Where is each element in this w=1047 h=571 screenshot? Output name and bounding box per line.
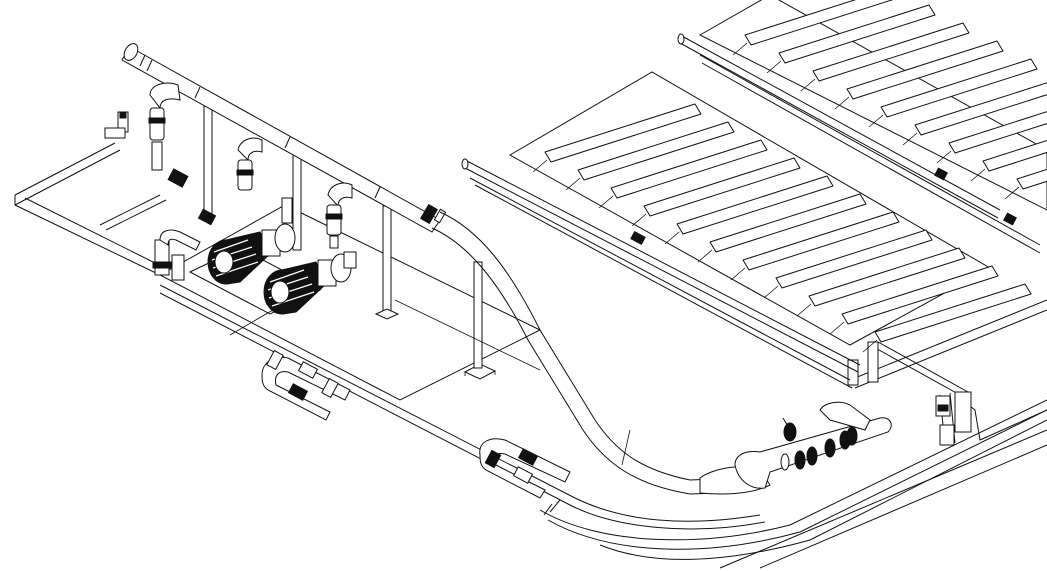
collector-panel bbox=[846, 40, 1004, 100]
collector-panel bbox=[1016, 168, 1047, 190]
support-column bbox=[203, 97, 213, 219]
collector-panel bbox=[775, 229, 933, 289]
collector-panel bbox=[610, 139, 768, 199]
pump-motor-1 bbox=[207, 197, 296, 285]
manifold-pipe bbox=[121, 43, 447, 233]
bypass-loop bbox=[479, 438, 571, 499]
solar-collector-array-1 bbox=[508, 71, 1032, 353]
collector-panel bbox=[643, 157, 801, 217]
collector-panel bbox=[808, 247, 966, 307]
collector-panel bbox=[744, 0, 894, 46]
solar-collector-array-2 bbox=[698, 0, 1047, 211]
support-column bbox=[473, 261, 483, 369]
collector-panel bbox=[914, 82, 1047, 136]
collector-panel bbox=[709, 193, 867, 253]
collector-panel bbox=[874, 283, 1032, 343]
collector-panel bbox=[812, 22, 970, 82]
pipe-elbow bbox=[159, 229, 201, 251]
gate-valve bbox=[104, 111, 129, 139]
equipment-platform bbox=[158, 204, 542, 401]
collector-panel bbox=[676, 175, 834, 235]
collector-panel bbox=[841, 265, 999, 325]
check-valve bbox=[325, 182, 353, 249]
bypass-loop bbox=[261, 349, 351, 421]
pump-motor-2 bbox=[263, 251, 357, 315]
collector-panel bbox=[544, 103, 702, 163]
check-valve bbox=[148, 82, 181, 171]
valve-assemblies bbox=[104, 82, 353, 281]
loop-fittings bbox=[261, 341, 972, 499]
collector-header-pipes bbox=[461, 33, 1041, 389]
collector-panel bbox=[948, 111, 1047, 154]
check-valve bbox=[236, 137, 263, 191]
header-flange bbox=[419, 203, 447, 225]
collector-panel bbox=[880, 58, 1038, 118]
pump-station-right bbox=[734, 401, 892, 489]
collector-panel bbox=[742, 211, 900, 271]
corner-tee bbox=[847, 341, 972, 446]
collector-panel bbox=[982, 139, 1047, 172]
collector-panel bbox=[577, 121, 735, 181]
inline-valve bbox=[152, 168, 217, 281]
collector-panel bbox=[778, 4, 936, 64]
ground-loop-piping bbox=[14, 142, 1047, 569]
